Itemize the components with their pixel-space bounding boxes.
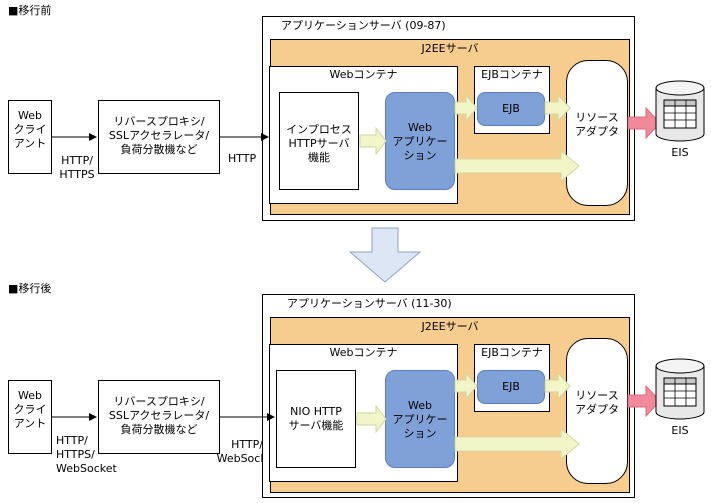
section-title-after: ■移行後: [8, 282, 52, 295]
web-client-label: Web クライ アント: [13, 389, 47, 430]
web-client-after: Web クライ アント: [8, 380, 52, 454]
nio-http-label: NIO HTTP サーバ機能: [288, 405, 344, 432]
web-client-before: Web クライ アント: [8, 100, 52, 174]
ejb-before: EJB: [477, 92, 545, 126]
flow-arrow-webapp-to-ra-after: [454, 427, 580, 461]
app-server-title: アプリケーションサーバ (09-87): [281, 19, 446, 32]
eis-label-after: EIS: [671, 424, 689, 437]
web-container-title: Webコンテナ: [329, 68, 398, 81]
inprocess-http-before: インプロセス HTTPサーバ 機能: [279, 92, 359, 190]
flow-arrow-webapp-to-ejb-after: [454, 371, 478, 401]
flow-arrow-ejb-to-ra-before: [544, 93, 571, 123]
proxy-before: リバースプロキシ/ SSLアクセラレータ/ 負荷分散機など: [98, 100, 220, 174]
nio-http-after: NIO HTTP サーバ機能: [276, 370, 356, 468]
flow-arrow-nio-to-webapp-after: [356, 404, 387, 434]
resource-adapter-after: リソース アダプタ: [566, 338, 628, 484]
protocol-client-proxy-after: HTTP/ HTTPS/ WebSocket: [56, 434, 117, 475]
flow-arrow-webapp-to-ejb-before: [454, 93, 478, 123]
eis-database-icon-before: [655, 80, 705, 142]
proxy-label: リバースプロキシ/ SSLアクセラレータ/ 負荷分散機など: [108, 395, 210, 436]
eis-database-icon-after: [655, 358, 705, 420]
resource-adapter-label: リソース アダプタ: [575, 389, 619, 416]
protocol-client-proxy-before: HTTP/ HTTPS: [59, 154, 95, 181]
eis-arrow-after: [627, 384, 661, 418]
flow-arrow-http-to-webapp-before: [359, 126, 387, 156]
web-client-label: Web クライ アント: [13, 109, 47, 150]
web-app-label: Web アプリケー ション: [392, 399, 448, 440]
proxy-after: リバースプロキシ/ SSLアクセラレータ/ 負荷分散機など: [98, 380, 220, 454]
ejb-container-title: EJBコンテナ: [481, 346, 543, 359]
resource-adapter-label: リソース アダプタ: [575, 111, 619, 138]
protocol-proxy-server-before: HTTP: [228, 152, 257, 165]
app-server-title: アプリケーションサーバ (11-30): [287, 297, 452, 310]
web-app-before: Web アプリケー ション: [385, 92, 455, 190]
j2ee-title: J2EEサーバ: [421, 320, 479, 333]
ejb-label: EJB: [502, 380, 520, 393]
resource-adapter-before: リソース アダプタ: [566, 60, 628, 206]
proxy-label: リバースプロキシ/ SSLアクセラレータ/ 負荷分散機など: [108, 115, 210, 156]
j2ee-title: J2EEサーバ: [421, 42, 479, 55]
web-app-label: Web アプリケー ション: [392, 121, 448, 162]
eis-label-before: EIS: [671, 146, 689, 159]
transition-arrow: [348, 227, 422, 283]
web-app-after: Web アプリケー ション: [385, 370, 455, 468]
ejb-container-title: EJBコンテナ: [481, 68, 543, 81]
inprocess-http-label: インプロセス HTTPサーバ 機能: [286, 123, 352, 164]
web-container-title: Webコンテナ: [329, 346, 398, 359]
section-title-before: ■移行前: [8, 4, 52, 17]
flow-arrow-ejb-to-ra-after: [544, 371, 571, 401]
flow-arrow-webapp-to-ra-before: [454, 149, 580, 183]
ejb-label: EJB: [502, 102, 520, 115]
eis-arrow-before: [627, 106, 661, 140]
